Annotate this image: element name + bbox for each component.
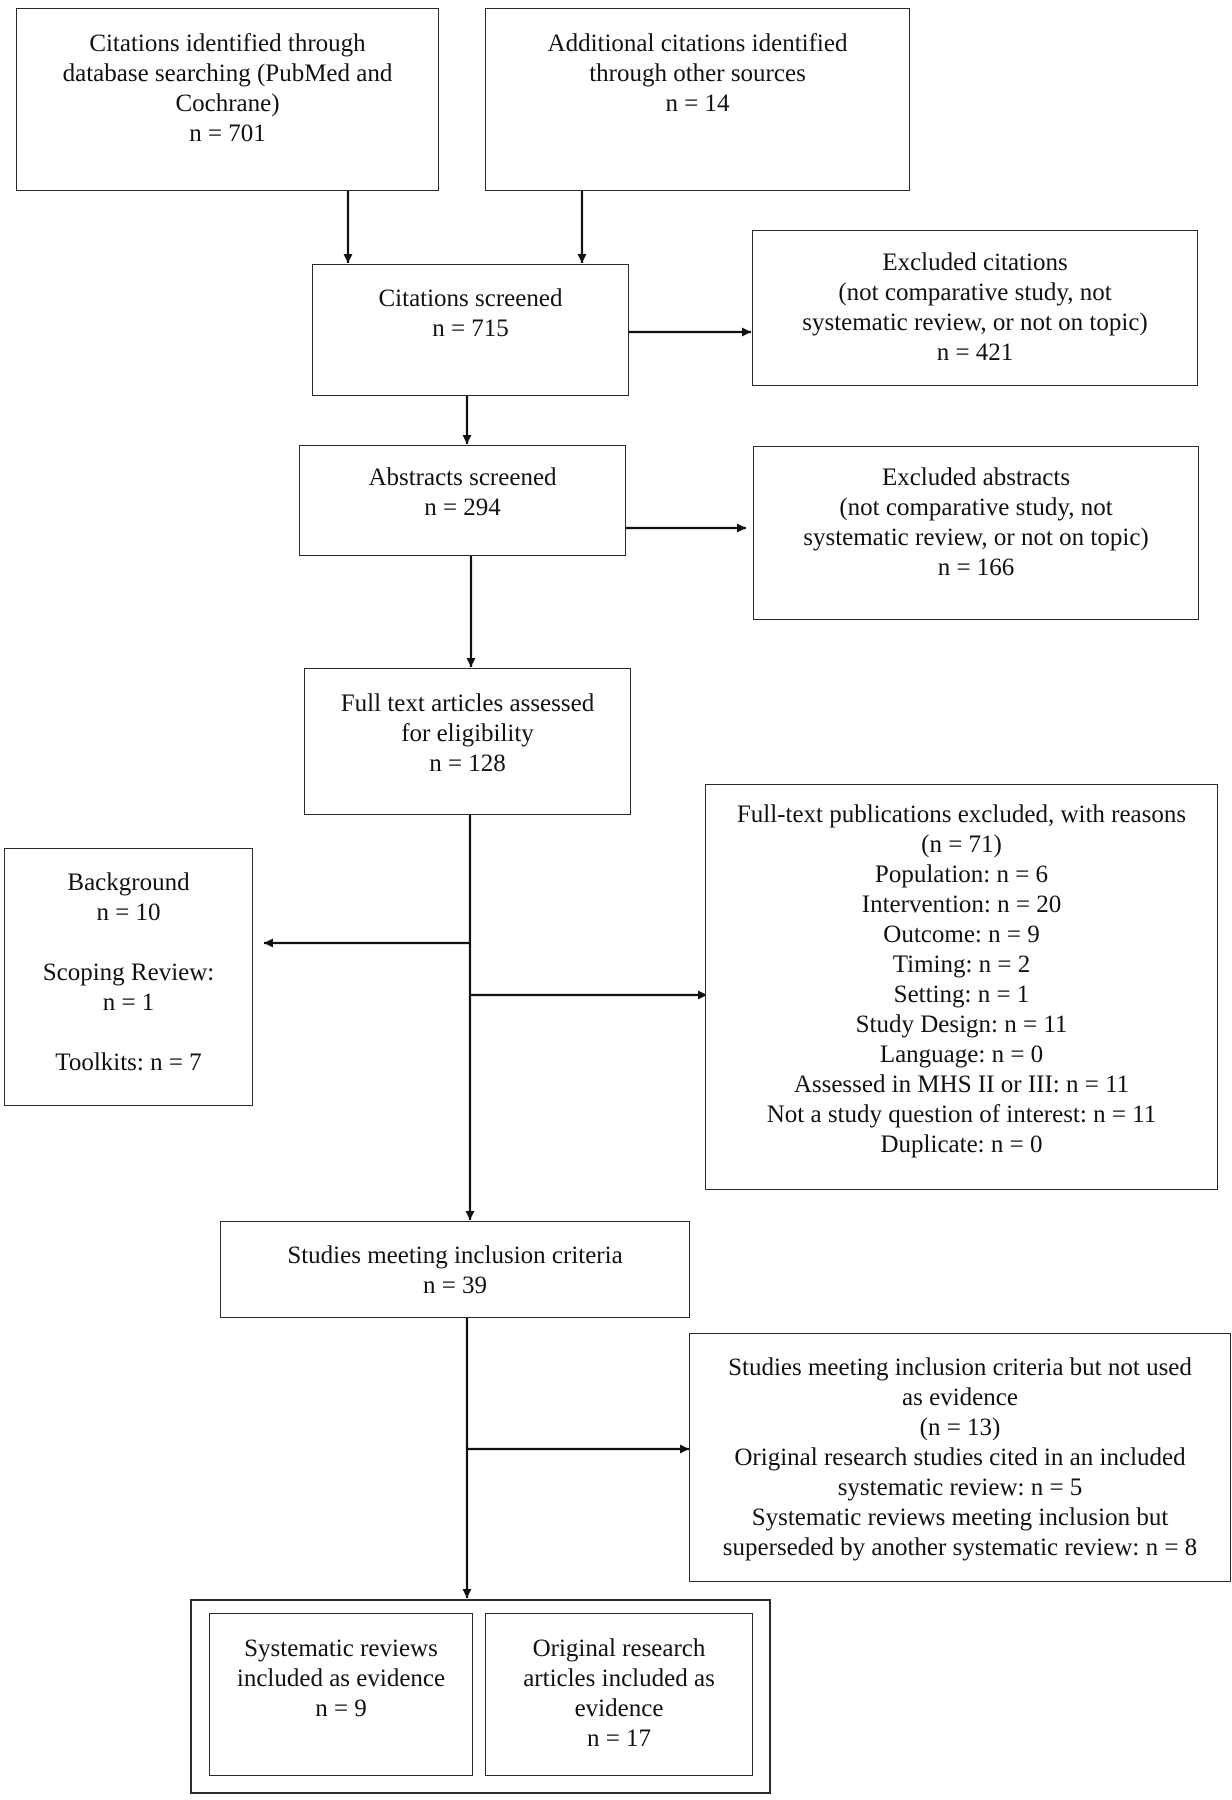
db-search-count: n = 701 [189, 120, 266, 147]
original-research-line-1: Original research [532, 1635, 706, 1662]
inclusion-criteria-box: Studies meeting inclusion criteria n = 3… [220, 1221, 690, 1318]
excluded-citations-line-1: Excluded citations [882, 249, 1068, 276]
reason-not-of-interest: Not a study question of interest: n = 11 [766, 1101, 1157, 1128]
background-box: Background n = 10 Scoping Review: n = 1 … [4, 848, 253, 1106]
systematic-reviews-box: Systematic reviews included as evidence … [209, 1613, 473, 1776]
abstracts-screened-box: Abstracts screened n = 294 [299, 445, 626, 556]
citations-screened-count: n = 715 [432, 315, 509, 342]
other-sources-box: Additional citations identified through … [485, 8, 910, 191]
excluded-citations-count: n = 421 [936, 339, 1014, 366]
other-sources-line-1: Additional citations identified [547, 30, 848, 57]
inclusion-criteria-count: n = 39 [422, 1272, 488, 1299]
original-research-box: Original research articles included as e… [485, 1613, 753, 1776]
fulltext-excluded-box: Full-text publications excluded, with re… [705, 784, 1218, 1190]
reason-outcome: Outcome: n = 9 [883, 921, 1040, 948]
not-used-as-evidence-box: Studies meeting inclusion criteria but n… [689, 1333, 1231, 1582]
reason-duplicate: Duplicate: n = 0 [880, 1131, 1043, 1158]
not-used-total: (n = 13) [919, 1413, 1001, 1441]
reason-intervention: Intervention: n = 20 [861, 891, 1062, 918]
scoping-review-count: n = 1 [102, 989, 155, 1016]
excluded-abstracts-line-2: (not comparative study, not [839, 494, 1113, 521]
not-used-line-7: superseded by another systematic review:… [722, 1533, 1198, 1561]
toolkits-count: Toolkits: n = 7 [55, 1049, 202, 1076]
systematic-reviews-line-2: included as evidence [236, 1665, 446, 1692]
excluded-abstracts-line-1: Excluded abstracts [881, 464, 1071, 491]
not-used-line-4: Original research studies cited in an in… [734, 1443, 1186, 1471]
reason-study-design: Study Design: n = 11 [855, 1011, 1068, 1038]
background-count: n = 10 [96, 899, 161, 926]
original-research-line-3: evidence [574, 1695, 664, 1722]
reason-language: Language: n = 0 [879, 1041, 1044, 1068]
db-search-box: Citations identified through database se… [16, 8, 439, 191]
reason-population: Population: n = 6 [874, 861, 1049, 888]
abstracts-screened-count: n = 294 [424, 494, 501, 521]
not-used-line-2: as evidence [902, 1383, 1018, 1411]
excluded-citations-box: Excluded citations (not comparative stud… [752, 230, 1198, 386]
fulltext-assessed-box: Full text articles assessed for eligibil… [304, 668, 631, 815]
original-research-line-2: articles included as [523, 1665, 715, 1692]
fulltext-assessed-line-1: Full text articles assessed [340, 690, 595, 717]
excluded-citations-line-3: systematic review, or not on topic) [802, 309, 1148, 336]
fulltext-assessed-line-2: for eligibility [401, 720, 534, 747]
excluded-citations-line-2: (not comparative study, not [838, 279, 1112, 306]
fulltext-excluded-total: (n = 71) [921, 831, 1002, 858]
not-used-line-5: systematic review: n = 5 [837, 1473, 1083, 1501]
citations-screened-box: Citations screened n = 715 [312, 264, 629, 396]
other-sources-count: n = 14 [665, 90, 730, 117]
abstracts-screened-label: Abstracts screened [368, 464, 557, 491]
db-search-line-3: Cochrane) [175, 90, 280, 117]
excluded-abstracts-box: Excluded abstracts (not comparative stud… [753, 446, 1199, 620]
db-search-line-2: database searching (PubMed and [62, 60, 393, 87]
systematic-reviews-line-1: Systematic reviews [244, 1635, 438, 1662]
reason-assessed-mhs: Assessed in MHS II or III: n = 11 [793, 1071, 1130, 1098]
not-used-line-6: Systematic reviews meeting inclusion but [751, 1503, 1169, 1531]
excluded-abstracts-count: n = 166 [937, 554, 1015, 581]
reason-timing: Timing: n = 2 [892, 951, 1031, 978]
other-sources-line-2: through other sources [589, 60, 806, 87]
db-search-line-1: Citations identified through [89, 30, 366, 57]
background-label: Background [67, 869, 190, 896]
original-research-count: n = 17 [586, 1725, 652, 1752]
systematic-reviews-count: n = 9 [315, 1695, 367, 1722]
scoping-review-label: Scoping Review: [42, 959, 215, 986]
fulltext-excluded-title: Full-text publications excluded, with re… [736, 801, 1187, 828]
citations-screened-label: Citations screened [378, 285, 563, 312]
not-used-line-1: Studies meeting inclusion criteria but n… [728, 1353, 1192, 1381]
fulltext-assessed-count: n = 128 [429, 750, 506, 777]
excluded-abstracts-line-3: systematic review, or not on topic) [803, 524, 1149, 551]
reason-setting: Setting: n = 1 [893, 981, 1030, 1008]
inclusion-criteria-label: Studies meeting inclusion criteria [287, 1242, 623, 1269]
